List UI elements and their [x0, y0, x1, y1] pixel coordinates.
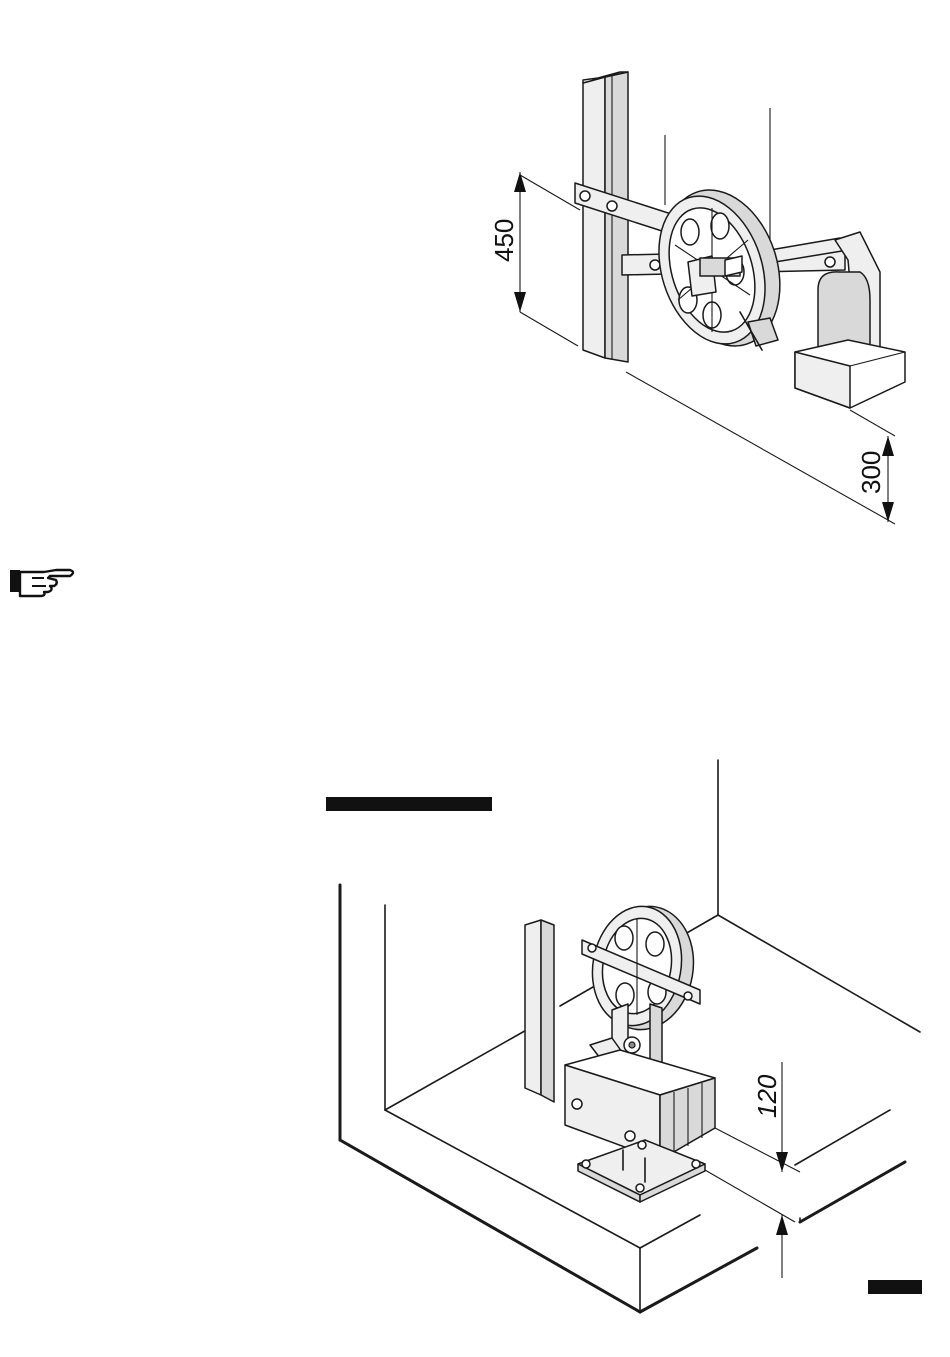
dimension-120: 120 [705, 1062, 800, 1278]
base-plate [578, 1140, 705, 1202]
top-figure: 450 300 [489, 72, 905, 524]
pointing-hand-icon [10, 570, 73, 596]
marker-bar-bottom [868, 1280, 922, 1294]
pit-guide-rail [525, 920, 554, 1102]
bolt-icon [607, 201, 617, 211]
bolt-icon [825, 257, 835, 267]
pit-outline [340, 760, 920, 1312]
pit-pulley-wheel [582, 899, 703, 1038]
bottom-figure: 120 [326, 760, 922, 1312]
bolt-icon [650, 260, 660, 270]
dimension-label-450: 450 [489, 219, 519, 262]
dimension-450: 450 [489, 172, 580, 346]
marker-bar-top [326, 797, 492, 811]
bolt-icon [580, 191, 590, 201]
dimension-label-120: 120 [752, 1074, 782, 1118]
dimension-label-300: 300 [856, 451, 886, 494]
